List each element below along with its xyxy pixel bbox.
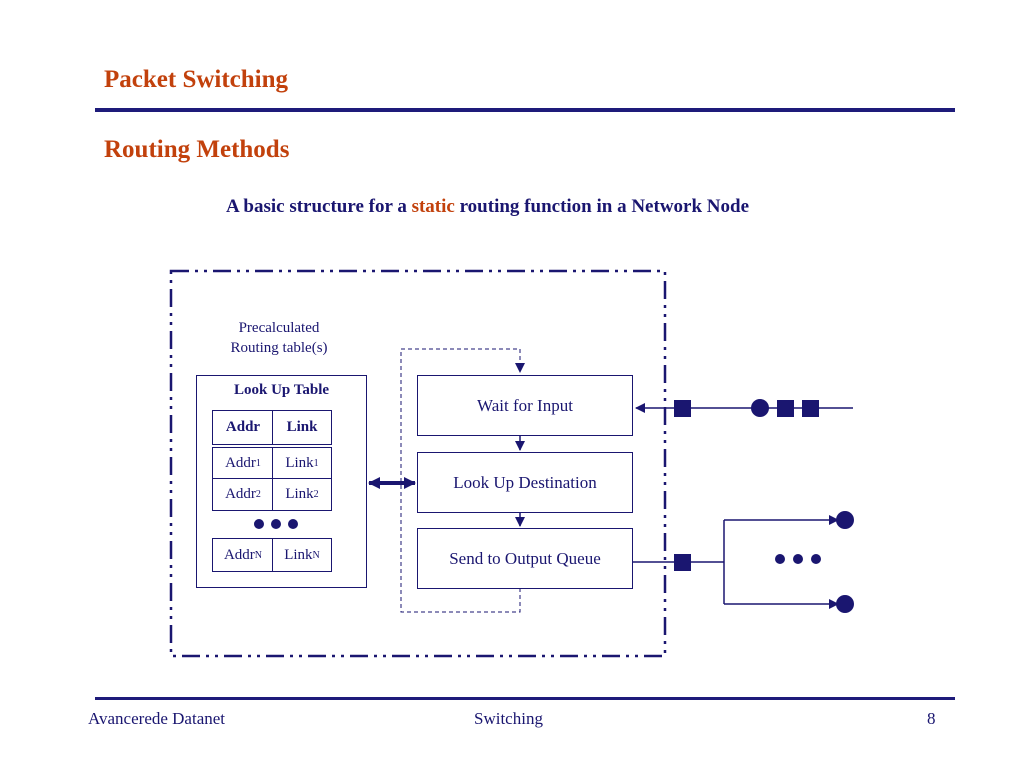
output-link-circle [836,511,854,529]
title-divider [95,108,955,112]
cell-subscript: 1 [313,458,319,469]
slide-subtitle: Routing Methods [104,136,290,163]
output-ellipsis-dot [793,554,803,564]
output-packet-square [674,554,691,571]
slide-title: Packet Switching [104,66,289,93]
precalculated-line2: Routing table(s) [230,340,328,356]
footer-course: Avancerede Datanet [88,709,226,728]
cell-subscript: N [254,549,263,561]
caption-highlight: static [411,196,455,217]
cell-text: Link [284,546,313,563]
table-ellipsis-dot [271,519,281,529]
cell-text: Link [285,486,314,502]
cell-subscript: N [312,549,320,561]
footer-divider [95,697,955,700]
step-send-to-output-queue: Send to Output Queue [417,528,633,589]
cell-text: Link [285,455,314,471]
footer-topic: Switching [474,709,543,728]
output-ellipsis-dot [775,554,785,564]
cell-subscript: 1 [255,458,261,469]
table-header-addr: Addr [212,410,274,445]
cell-text: Addr [225,455,256,471]
output-link-circle [836,595,854,613]
output-ellipsis-dot [811,554,821,564]
step-look-up-destination: Look Up Destination [417,452,633,513]
diagram-caption: A basic structure for a static routing f… [0,196,975,218]
table-ellipsis-dot [288,519,298,529]
precalculated-label: Precalculated Routing table(s) [209,318,349,358]
input-packet-square [777,400,794,417]
input-packet-square [802,400,819,417]
network-node-boundary [169,269,667,658]
lookup-table-title: Look Up Table [233,382,330,398]
step-wait-for-input: Wait for Input [417,375,633,436]
page-number: 8 [927,709,936,728]
input-packet-square [674,400,691,417]
precalculated-line1: Precalculated [238,320,320,336]
cell-text: Addr [223,546,255,563]
cell-subscript: 2 [255,489,261,500]
table-header-link: Link [272,410,332,445]
cell-subscript: 2 [313,489,319,500]
cell-text: Addr [225,486,256,502]
caption-before: A basic structure for a [225,196,412,217]
lookup-table-box [196,375,367,588]
caption-after: routing function in a Network Node [454,196,750,217]
input-packet-circle [751,399,769,417]
table-ellipsis-dot [254,519,264,529]
